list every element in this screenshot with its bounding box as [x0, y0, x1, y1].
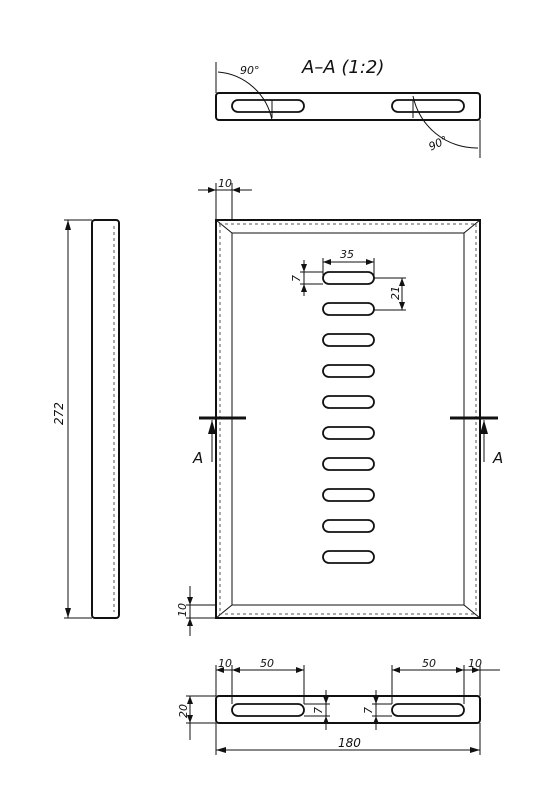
bottom-slot-width-left-label: 7	[312, 707, 325, 714]
section-slot-left	[231, 99, 305, 113]
slot-pitch-dim-label: 21	[389, 286, 402, 300]
height-dim-label: 272	[52, 402, 66, 425]
angle-right-label: 90°	[427, 133, 450, 153]
slot-column	[322, 271, 375, 564]
slot-8	[322, 488, 375, 502]
bottom-slot-width-right-label: 7	[362, 707, 375, 714]
bottom-right-len-label: 50	[422, 657, 436, 670]
bottom-border-dim-label: 10	[176, 603, 189, 617]
section-view: 90° 90° A–A (1:2)	[215, 57, 481, 158]
slot-2	[322, 302, 375, 316]
angle-arc-right	[412, 95, 479, 149]
bottom-slot-left	[231, 703, 305, 717]
angle-left-label: 90°	[240, 64, 260, 77]
bottom-right-offset-label: 10	[468, 657, 482, 670]
bottom-thickness-label: 20	[177, 704, 190, 718]
slot-5	[322, 395, 375, 409]
section-title: A–A (1:2)	[301, 57, 384, 78]
slot-4	[322, 364, 375, 378]
section-mark-right: A	[492, 449, 503, 467]
slot-width-dim-label: 7	[290, 275, 303, 282]
section-mark-left: A	[192, 449, 203, 467]
top-border-dim-label: 10	[218, 177, 232, 190]
bottom-view: 10 50 50 10 20 7 7 180	[177, 657, 500, 755]
total-width-dim-label: 180	[338, 736, 361, 750]
side-body	[91, 219, 120, 619]
side-view: 272	[52, 219, 120, 619]
bottom-left-offset-label: 10	[218, 657, 232, 670]
bottom-slot-right	[391, 703, 465, 717]
bottom-body	[215, 695, 481, 724]
slot-3	[322, 333, 375, 347]
angle-arc-left	[217, 71, 273, 121]
slot-1	[322, 271, 375, 285]
bottom-left-len-label: 50	[260, 657, 274, 670]
front-view: 10 10 35 7 21 A	[176, 177, 503, 636]
section-slot-right	[391, 99, 465, 113]
slot-length-dim-label: 35	[340, 248, 354, 261]
section-body	[215, 92, 481, 121]
slot-10	[322, 550, 375, 564]
slot-7	[322, 457, 375, 471]
slot-9	[322, 519, 375, 533]
slot-6	[322, 426, 375, 440]
frame-inner	[231, 232, 465, 606]
